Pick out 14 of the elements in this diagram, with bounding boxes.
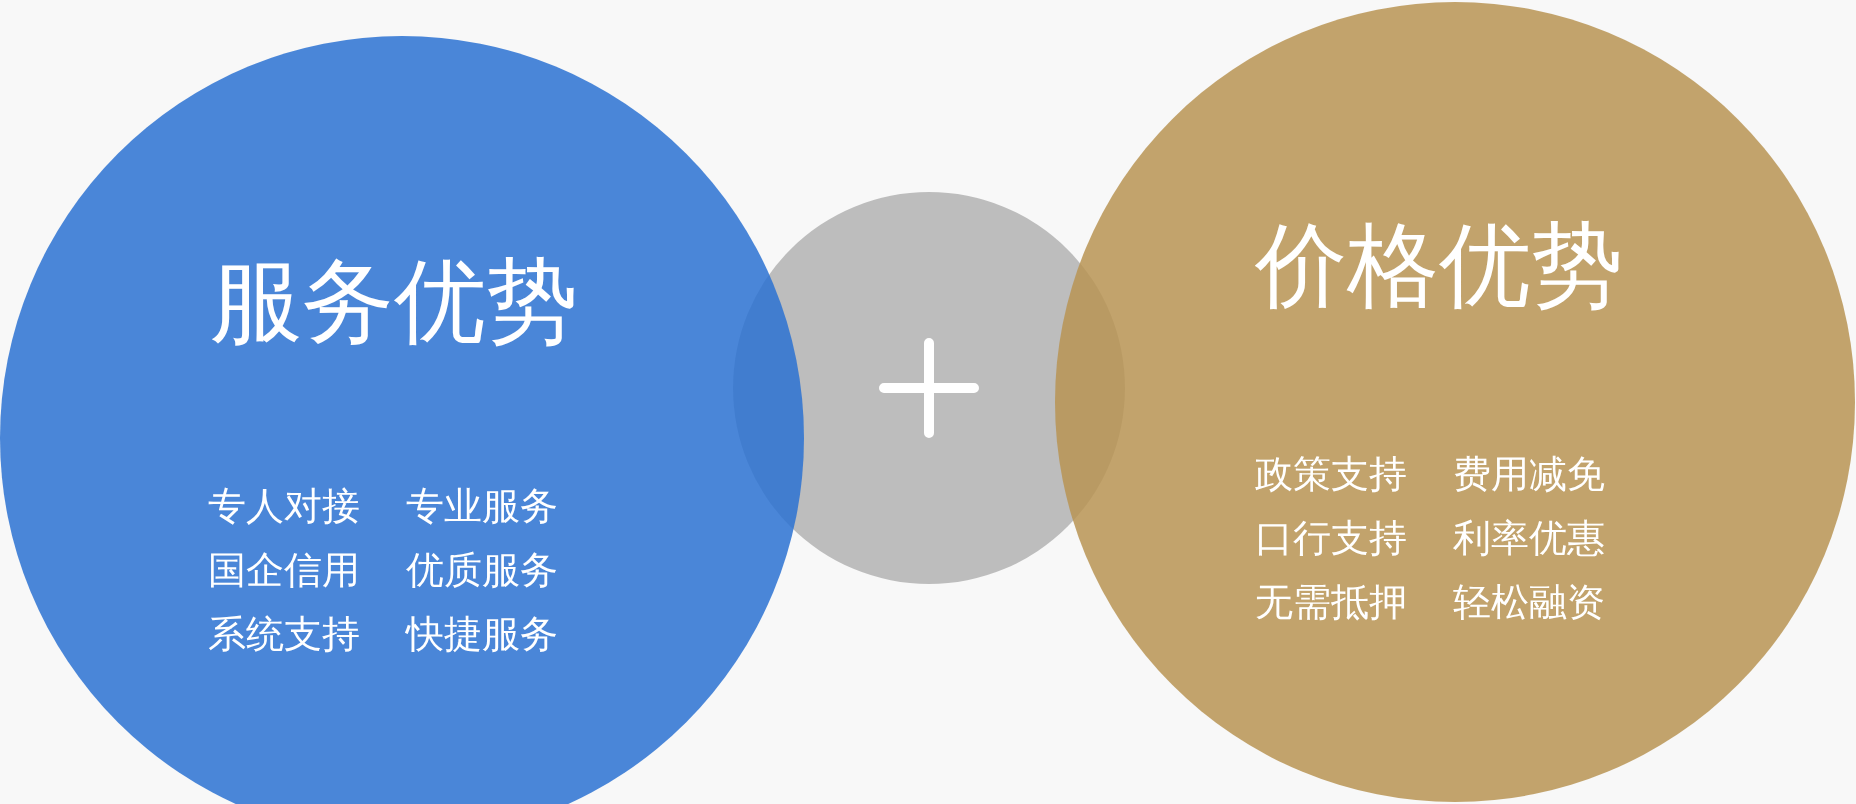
- heading: 服务优势: [210, 256, 578, 348]
- feature-label: 无需抵押: [1255, 581, 1407, 624]
- feature-label: 专人对接: [208, 486, 360, 528]
- feature-label: 利率优惠: [1453, 517, 1605, 560]
- feature-label: 优质服务: [406, 549, 558, 592]
- feature-label: 专业服务: [406, 486, 558, 528]
- feature-label: 快捷服务: [406, 613, 558, 656]
- feature-label: 轻松融资: [1453, 581, 1605, 624]
- feature-label: 费用减免: [1453, 454, 1605, 496]
- feature-label: 国企信用: [208, 549, 360, 592]
- heading: 价格优势: [1255, 220, 1623, 312]
- feature-label: 政策支持: [1255, 454, 1407, 496]
- feature-label: 口行支持: [1255, 517, 1407, 560]
- feature-label: 系统支持: [208, 613, 360, 656]
